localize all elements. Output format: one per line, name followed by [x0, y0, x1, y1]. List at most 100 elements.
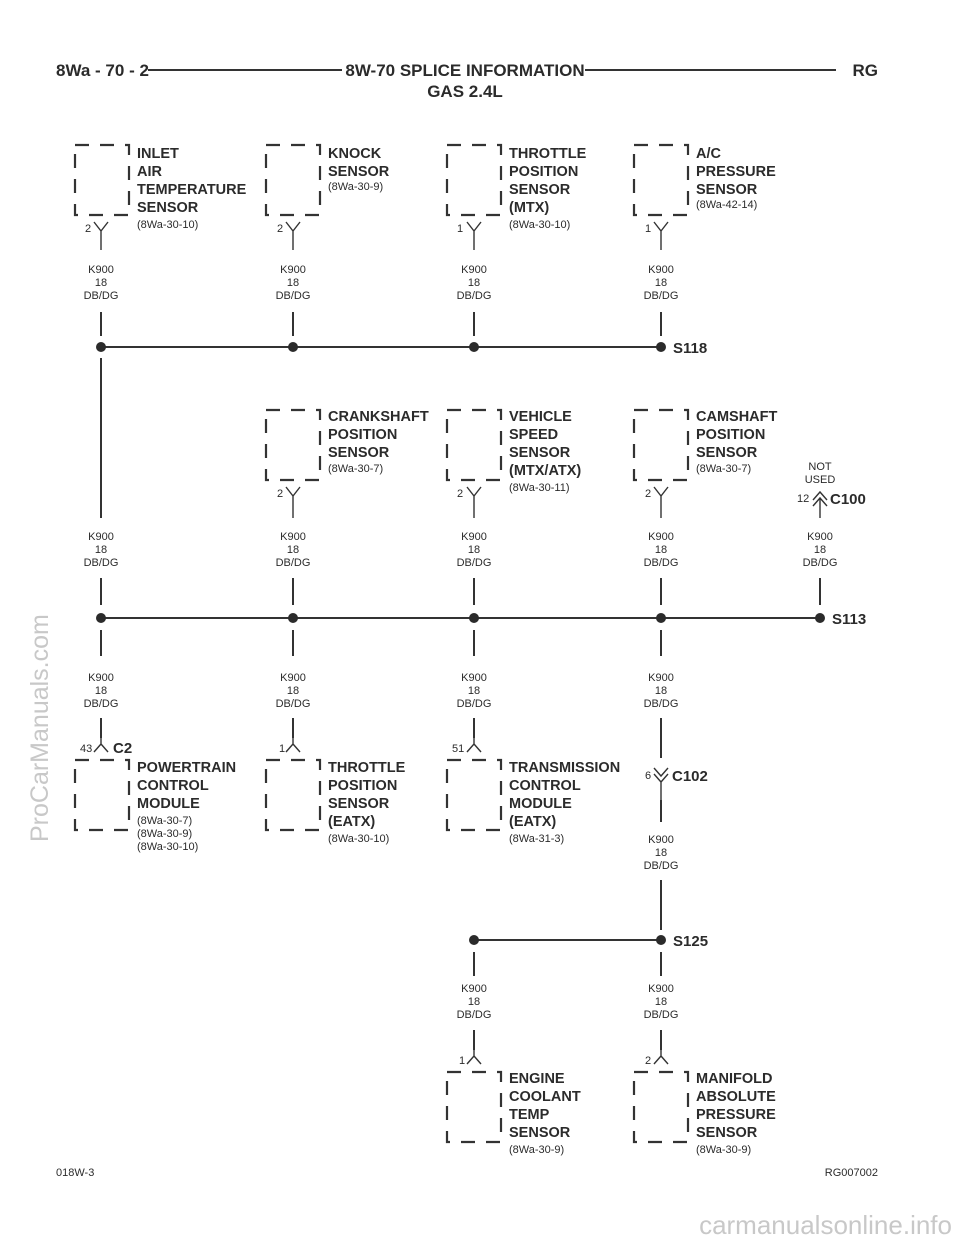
- splice-label: S125: [673, 933, 708, 950]
- pin-number: 2: [85, 223, 91, 235]
- component-label: CAMSHAFT POSITION SENSOR: [696, 409, 781, 461]
- component-ref: (8Wa-30-11): [509, 482, 570, 494]
- component-ect-sensor: 1 ENGINE COOLANT TEMP SENSOR (8Wa-30-9): [445, 1050, 581, 1156]
- component-ref: (8Wa-30-7): [696, 463, 751, 475]
- component-box: [632, 408, 690, 482]
- component-ref: (8Wa-30-10): [509, 219, 570, 231]
- component-box: [445, 758, 503, 832]
- pin-number: 1: [459, 1055, 465, 1067]
- splice-s118: S118: [96, 340, 707, 357]
- pin-number: 1: [279, 743, 285, 755]
- component-box: [264, 408, 322, 482]
- component-label: THROTTLE POSITION SENSOR (EATX): [328, 760, 409, 830]
- splice-label: S118: [673, 340, 707, 357]
- pin-number: 2: [457, 488, 463, 500]
- component-ref: (8Wa-30-9): [696, 1144, 751, 1156]
- component-ref: (8Wa-30-9): [509, 1144, 564, 1156]
- component-box: [264, 758, 322, 832]
- pin-symbol: [466, 1050, 482, 1065]
- pin-symbol: [93, 221, 109, 250]
- page-code: RG: [853, 61, 879, 80]
- component-label: INLET AIR TEMPERATURE SENSOR: [137, 146, 250, 216]
- splice-label: S113: [832, 611, 866, 628]
- connector-label: C100: [830, 491, 866, 508]
- component-ref: (8Wa-42-14): [696, 199, 757, 211]
- page-footer: 018W-3 RG007002: [56, 1167, 878, 1179]
- component-map-sensor: 2 MANIFOLD ABSOLUTE PRESSURE SENSOR (8Wa…: [632, 1050, 780, 1156]
- component-label: POWERTRAIN CONTROL MODULE: [137, 760, 240, 812]
- pin-number: 1: [645, 223, 651, 235]
- pin-number: 6: [645, 770, 651, 782]
- side-watermark: ProCarManuals.com: [26, 614, 54, 842]
- page-subtitle: GAS 2.4L: [427, 82, 503, 101]
- pin-symbol: [653, 1050, 669, 1065]
- page-title: 8W-70 SPLICE INFORMATION: [345, 61, 584, 80]
- pin-number: 51: [452, 743, 464, 755]
- lower-wires: [100, 630, 662, 758]
- pin-symbol: [466, 738, 482, 753]
- pin-symbol: [285, 738, 301, 753]
- footer-left: 018W-3: [56, 1167, 94, 1179]
- component-ref: (8Wa-30-7) (8Wa-30-9) (8Wa-30-10): [137, 815, 198, 853]
- pin-number: 1: [457, 223, 463, 235]
- component-iat-sensor: INLET AIR TEMPERATURE SENSOR (8Wa-30-10)…: [73, 143, 250, 235]
- connector-label: C102: [672, 768, 708, 785]
- component-ref: (8Wa-30-10): [328, 833, 389, 845]
- component-ref: (8Wa-30-7): [328, 463, 383, 475]
- component-box: [264, 143, 322, 217]
- connector-symbol: [812, 490, 828, 518]
- pin-symbol: [285, 221, 301, 250]
- component-ac-pressure-sensor: A/C PRESSURE SENSOR (8Wa-42-14) 1: [632, 143, 780, 235]
- component-label: A/C PRESSURE SENSOR: [696, 146, 780, 198]
- component-label: VEHICLE SPEED SENSOR (MTX/ATX): [509, 409, 581, 479]
- pin-number: 12: [797, 493, 809, 505]
- pin-symbol: [285, 486, 301, 518]
- component-label: CRANKSHAFT POSITION SENSOR: [328, 409, 433, 461]
- component-box: [73, 143, 131, 217]
- component-label: MANIFOLD ABSOLUTE PRESSURE SENSOR: [696, 1071, 780, 1141]
- connector-label: C2: [113, 740, 132, 757]
- component-label: TRANSMISSION CONTROL MODULE (EATX): [509, 760, 624, 830]
- component-box: [445, 408, 503, 482]
- component-ref: (8Wa-30-10): [137, 219, 198, 231]
- footer-right: RG007002: [825, 1167, 878, 1179]
- pin-number: 2: [277, 223, 283, 235]
- component-pcm: 43 C2 POWERTRAIN CONTROL MODULE (8Wa-30-…: [73, 738, 240, 853]
- pin-number: 43: [80, 743, 92, 755]
- page-header: 8Wa - 70 - 2 8W-70 SPLICE INFORMATION RG…: [56, 61, 878, 101]
- pin-symbol: [653, 221, 669, 250]
- component-tps-mtx: THROTTLE POSITION SENSOR (MTX) (8Wa-30-1…: [445, 143, 587, 235]
- component-tcm: 51 TRANSMISSION CONTROL MODULE (EATX) (8…: [445, 738, 624, 845]
- middle-row-wires: [285, 486, 821, 605]
- pin-number: 2: [645, 1055, 651, 1067]
- splice-s113: S113: [96, 611, 866, 628]
- component-ref: (8Wa-31-3): [509, 833, 564, 845]
- component-box: [73, 758, 131, 832]
- component-tps-eatx: 1 THROTTLE POSITION SENSOR (EATX) (8Wa-3…: [264, 738, 409, 845]
- pin-number: 2: [277, 488, 283, 500]
- component-box: [445, 1070, 503, 1144]
- connector-symbol: [653, 767, 669, 800]
- component-box: [632, 1070, 690, 1144]
- pin-symbol: [653, 486, 669, 518]
- component-knock-sensor: KNOCK SENSOR (8Wa-30-9) 2: [264, 143, 390, 235]
